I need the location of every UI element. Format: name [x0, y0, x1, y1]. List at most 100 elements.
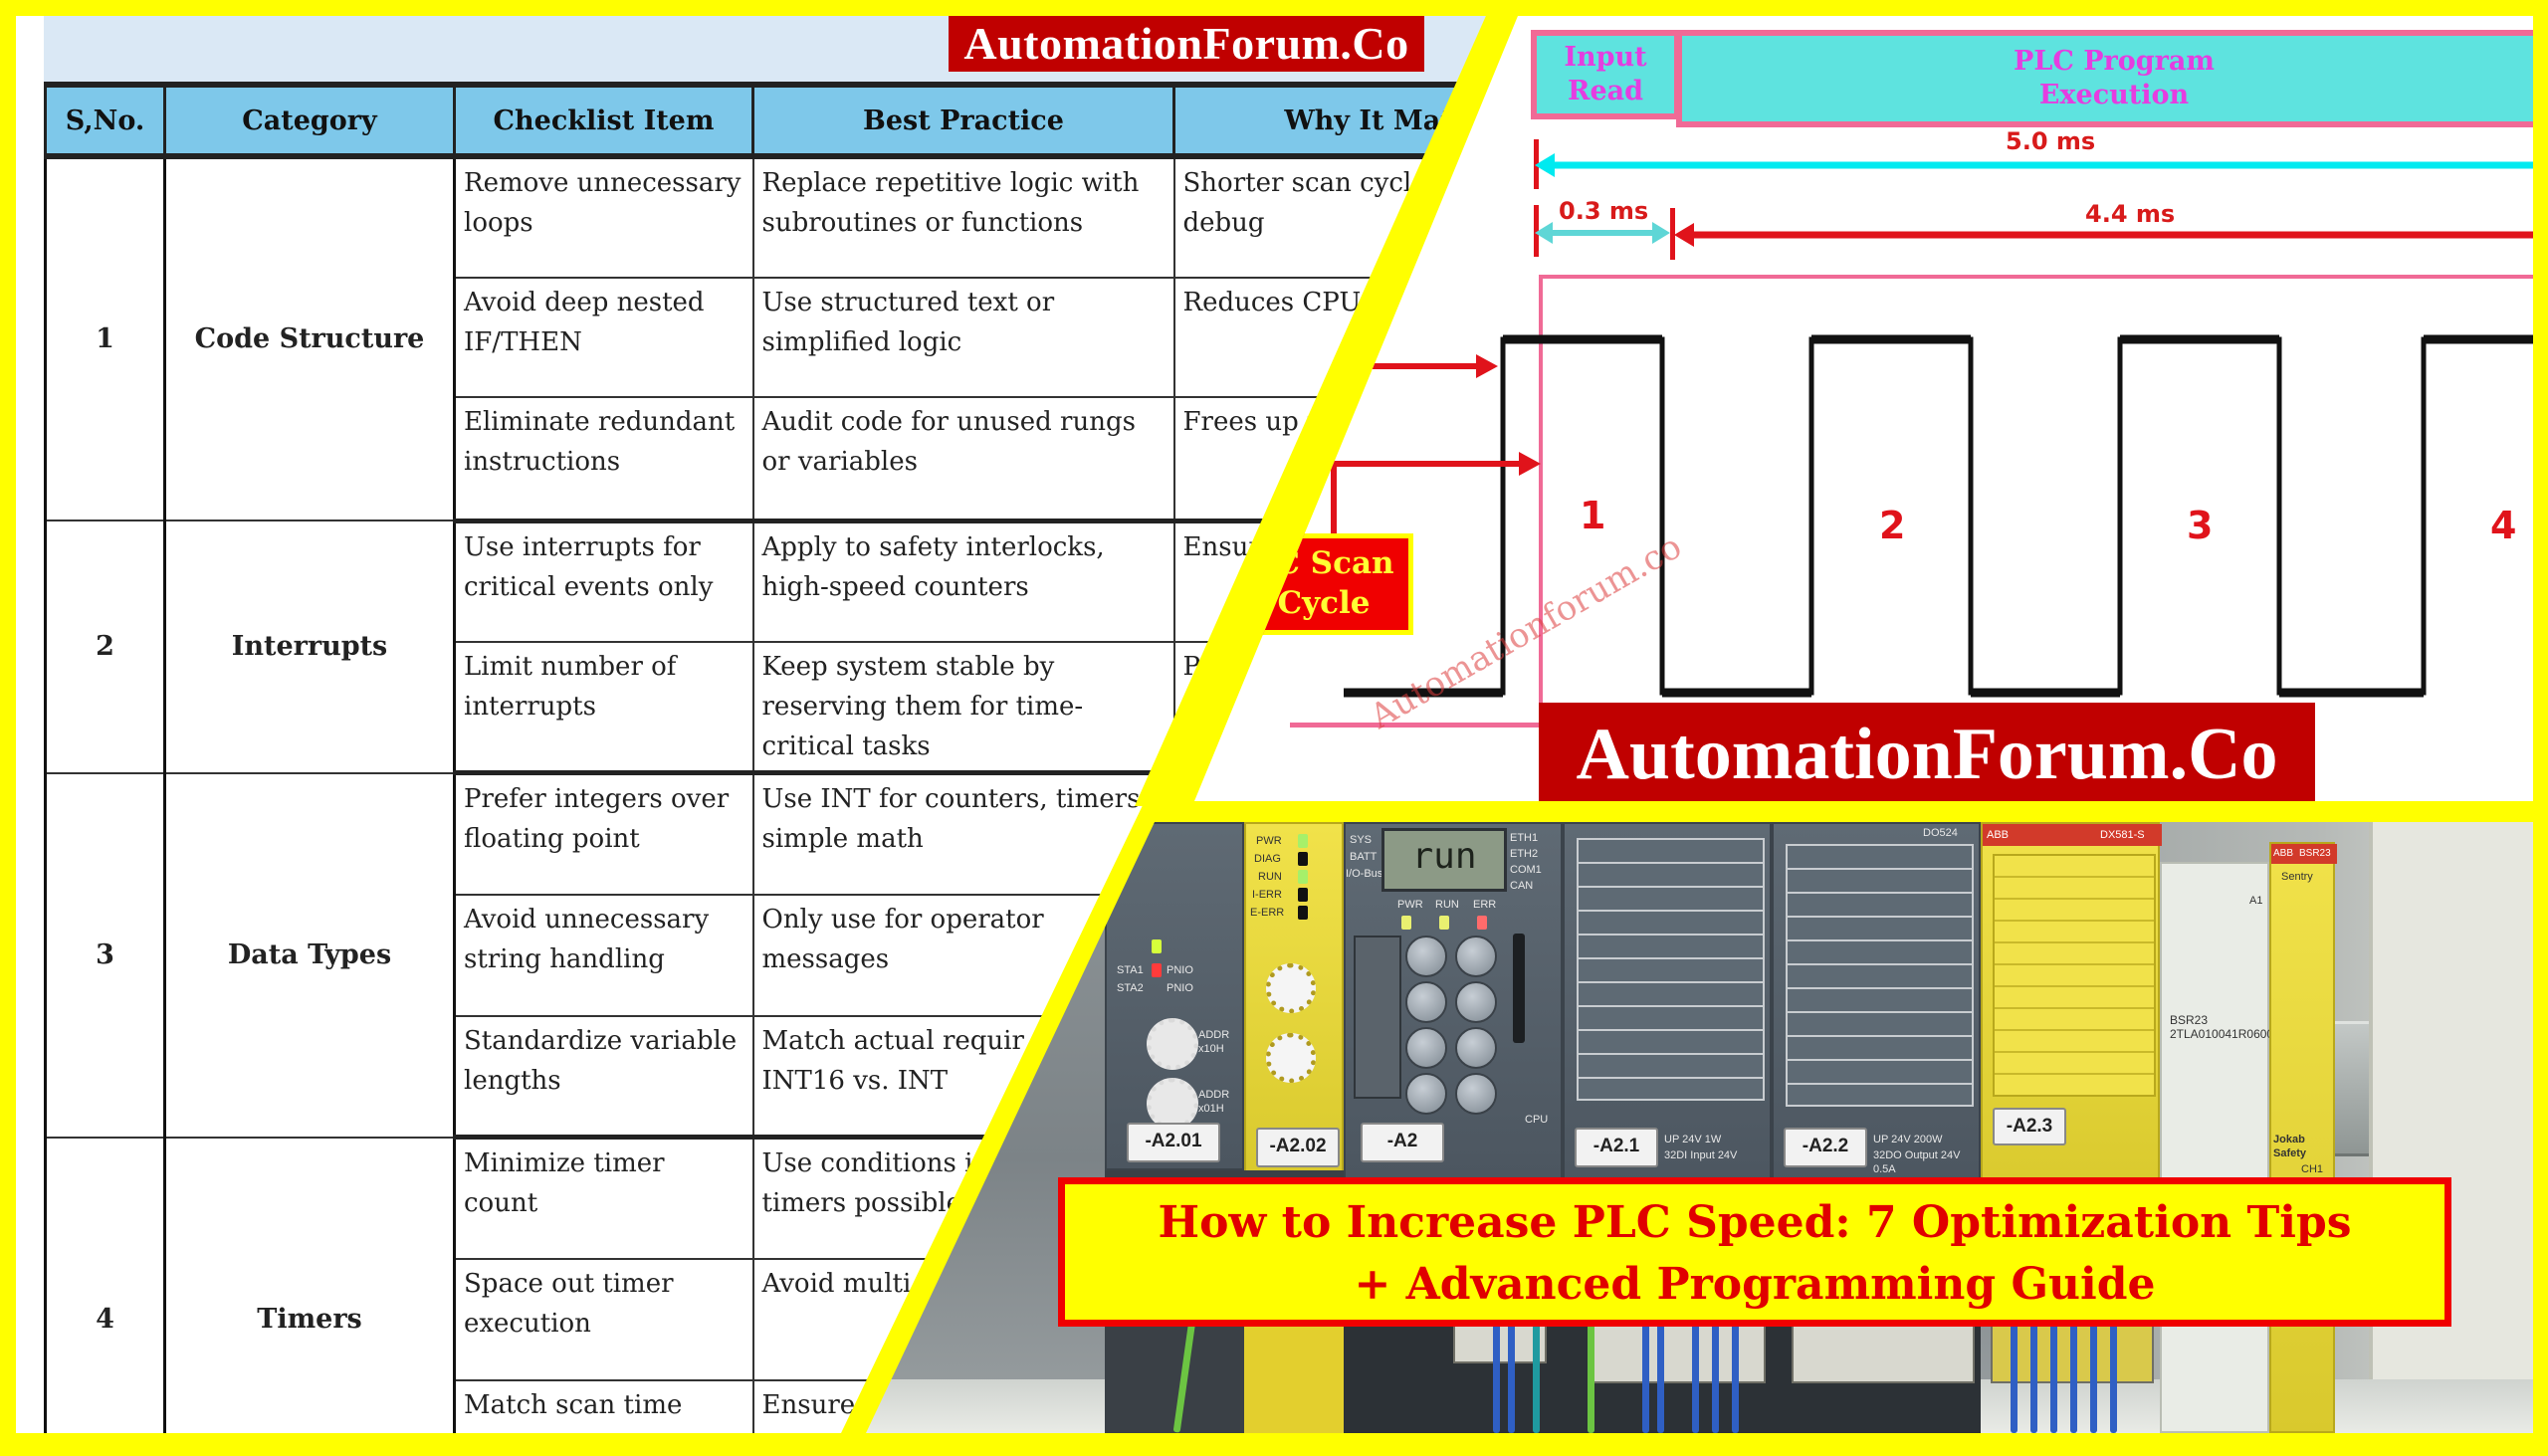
cell-category: Code Structure [163, 155, 456, 521]
wire [1657, 1260, 1664, 1433]
status-led [1298, 852, 1308, 866]
timing-arrows [1535, 222, 2533, 247]
total-time-arrow [1535, 153, 2533, 177]
cell-category: Timers [163, 1136, 456, 1439]
cell-item: Standardize variable lengths [453, 1014, 754, 1140]
col-header-best-practice: Best Practice [751, 82, 1175, 159]
brand-logo-small: AutomationForum.Co [949, 16, 1424, 72]
wire [1493, 1280, 1500, 1433]
cell-item: Match scan time with timer [453, 1378, 754, 1439]
cycle-frame [1539, 275, 2533, 801]
cycle-number-1: 1 [1580, 494, 1606, 537]
execution-time-label: 4.4 ms [2085, 200, 2176, 228]
cell-item: Minimize timer count [453, 1136, 754, 1260]
wire [1533, 1270, 1540, 1433]
program-execution-segment: PLC Program Execution [1676, 30, 2533, 127]
cell-item: Remove unnecessary loops [453, 155, 754, 279]
cell-item: Avoid deep nested IF/THEN [453, 277, 754, 398]
cycle-number-4: 4 [2490, 504, 2517, 547]
title-line-2: + Advanced Programming Guide [1354, 1259, 2156, 1310]
status-led [1152, 963, 1162, 977]
cpu-key-run[interactable] [1405, 936, 1447, 977]
cpu-key-diag[interactable] [1455, 936, 1497, 977]
cpu-key-cfg[interactable] [1455, 981, 1497, 1023]
cell-best: Replace repetitive logic with subroutine… [751, 155, 1175, 279]
wire [2070, 1250, 2077, 1433]
module-tag: -A2.2 [1784, 1128, 1867, 1167]
cell-item: Limit number of interrupts [453, 641, 754, 775]
memory-card-slot [1513, 934, 1525, 1043]
col-header-category: Category [163, 82, 456, 159]
wire [2110, 1250, 2117, 1433]
cell-best: Keep system stable by reserving them for… [751, 641, 1175, 775]
status-led [1401, 916, 1411, 930]
wire [2050, 1250, 2057, 1433]
status-led [1298, 888, 1308, 902]
cell-sno: 4 [44, 1136, 166, 1439]
cell-item: Eliminate redundant instructions [453, 396, 754, 523]
baseline-line [1290, 723, 1549, 728]
cell-best: Audit code for unused rungs or variables [751, 396, 1175, 523]
cell-best: Apply to safety interlocks, high-speed c… [751, 520, 1175, 643]
wire [2011, 1250, 2017, 1433]
io-channel-grid [1993, 854, 2156, 1097]
cycle-number-3: 3 [2187, 504, 2214, 547]
sentry-safety-relay: ABB BSR23 Sentry Jokab Safety CH1 OUT CH… [2269, 842, 2337, 1433]
wire [1588, 1300, 1594, 1433]
title-line-1: How to Increase PLC Speed: 7 Optimizatio… [1158, 1197, 2352, 1248]
cell-item: Use interrupts for critical events only [453, 520, 754, 643]
cell-sno: 3 [44, 771, 166, 1139]
module-a2-02: PWR DIAG RUN I-ERR E-ERR -A2.02 [1244, 822, 1344, 1180]
rotary-switch [1266, 963, 1316, 1013]
input-read-time-label: 0.3 ms [1559, 197, 1649, 225]
table-row: 3 Data Types Prefer integers over floati… [44, 771, 1608, 1139]
wire [1642, 1260, 1649, 1433]
cell-item: Space out timer execution [453, 1257, 754, 1381]
rotary-switch [1266, 1033, 1316, 1083]
cpu-key-ok[interactable] [1405, 1073, 1447, 1115]
status-led [1152, 939, 1162, 953]
cell-item: Avoid unnecessary string handling [453, 893, 754, 1017]
cell-best: Use INT for counters, timers, simple mat… [751, 771, 1175, 896]
status-led [1298, 870, 1308, 884]
io-channel-grid [1577, 838, 1765, 1101]
status-led [1298, 906, 1308, 920]
io-channel-grid [1786, 844, 1974, 1107]
cell-item: Prefer integers over floating point [453, 771, 754, 896]
status-led [1298, 834, 1308, 848]
brand-logo-large: AutomationForum.Co [1539, 703, 2315, 801]
cpu-key-up[interactable] [1455, 1027, 1497, 1069]
cable-duct [2369, 822, 2533, 1433]
tick-marker [1534, 139, 1539, 189]
col-header-sno: S,No. [44, 82, 166, 159]
plc-hardware-photo: STA1 PNIO STA2 PNIO ADDR x10H ADDR x01H … [856, 822, 2533, 1433]
article-title-banner: How to Increase PLC Speed: 7 Optimizatio… [1058, 1177, 2451, 1327]
cpu-key-esc[interactable] [1405, 1027, 1447, 1069]
cell-category: Interrupts [163, 520, 456, 774]
cell-best: Use structured text or simplified logic [751, 277, 1175, 398]
module-a2-01: STA1 PNIO STA2 PNIO ADDR x10H ADDR x01H … [1105, 822, 1244, 1170]
cpu-key-down[interactable] [1455, 1073, 1497, 1115]
module-tag: -A2.01 [1127, 1123, 1220, 1162]
cell-sno: 2 [44, 520, 166, 774]
tick-marker [1670, 208, 1675, 260]
io-module-a2-2: DO524 -A2.2 UP 24V 200W 32DO Output 24V … [1772, 822, 1981, 1190]
wire [1692, 1260, 1699, 1433]
module-tag: -A2.02 [1256, 1128, 1340, 1167]
module-tag: -A2.3 [1993, 1108, 2066, 1145]
wire [1712, 1260, 1719, 1433]
input-read-segment: Input Read [1531, 30, 1680, 119]
wire [2030, 1250, 2037, 1433]
wire [2090, 1250, 2097, 1433]
col-header-checklist-item: Checklist Item [453, 82, 754, 159]
scan-cycle-waveform [1314, 334, 2533, 698]
cpu-key-val[interactable] [1405, 981, 1447, 1023]
module-header-strip [1983, 824, 2162, 846]
safety-io-module-a2-3: ABB DX581-S -A2.3 [1981, 822, 2162, 1200]
rotary-switch [1147, 1018, 1198, 1070]
tick-marker [1534, 205, 1539, 257]
wire [1508, 1280, 1515, 1433]
relay-label-panel: BSR23 2TLA010041R0600 A1 [2160, 862, 2273, 1433]
module-header-strip [2271, 844, 2337, 864]
